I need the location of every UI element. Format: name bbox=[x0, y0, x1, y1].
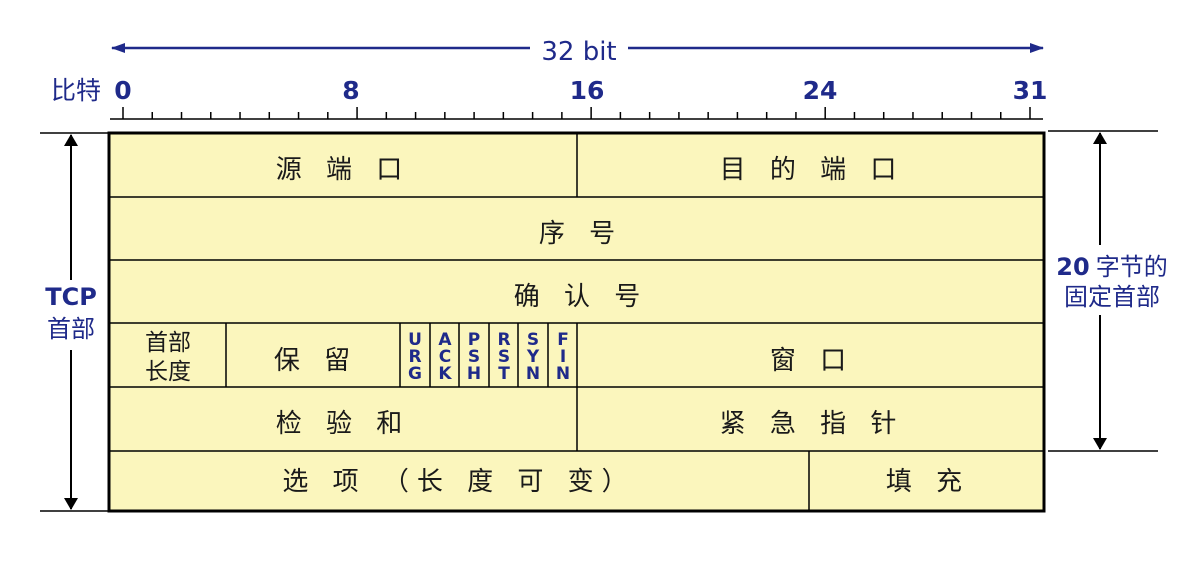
flag-bit-letter: T bbox=[498, 364, 510, 384]
bit-width-label: 32 bit bbox=[541, 37, 616, 67]
flag-bit-letter: N bbox=[526, 364, 540, 384]
field-reserved: 保 留 bbox=[274, 346, 358, 376]
field-ack-number: 确 认 号 bbox=[514, 282, 649, 312]
tick-label-0: 0 bbox=[114, 76, 131, 105]
flag-bit-letter: C bbox=[439, 347, 451, 367]
flag-bit-letter: G bbox=[408, 364, 422, 384]
tcp-header-span: TCP 首部 bbox=[40, 132, 108, 512]
flag-bit-letter: I bbox=[560, 347, 566, 367]
field-options: 选 项 （长 度 可 变） bbox=[282, 467, 635, 497]
tcp-header-label-line2: 首部 bbox=[47, 315, 95, 343]
fixed-header-bytes-number: 20 bbox=[1056, 253, 1089, 281]
field-checksum: 检 验 和 bbox=[276, 409, 411, 439]
bit-axis: 比特 0 8 16 24 31 bbox=[51, 76, 1048, 120]
flag-bit-letter: H bbox=[467, 364, 481, 384]
field-source-port: 源 端 口 bbox=[276, 155, 411, 185]
field-padding: 填 充 bbox=[886, 467, 970, 497]
bit-axis-ticks bbox=[122, 107, 1031, 119]
tick-label-31: 31 bbox=[1013, 76, 1048, 105]
field-sequence-number: 序 号 bbox=[539, 219, 623, 249]
flag-bit-letter: R bbox=[497, 330, 510, 350]
fixed-header-bytes-text: 字节的 bbox=[1096, 253, 1168, 281]
flag-bit-letter: U bbox=[408, 330, 422, 350]
field-header-length-line1: 首部 bbox=[145, 330, 191, 356]
field-dest-port: 目 的 端 口 bbox=[720, 155, 905, 185]
flag-bit-letter: S bbox=[498, 347, 510, 367]
flag-bit-letter: S bbox=[527, 330, 539, 350]
tick-label-8: 8 bbox=[342, 76, 359, 105]
flag-bit-letter: N bbox=[556, 364, 570, 384]
fixed-header-label-line2: 固定首部 bbox=[1064, 283, 1160, 311]
flag-bit-letter: P bbox=[468, 330, 480, 350]
field-window: 窗 口 bbox=[770, 346, 854, 376]
bit-width-indicator: 32 bit bbox=[111, 37, 1044, 67]
field-header-length-line2: 长度 bbox=[145, 359, 191, 385]
field-urgent-pointer: 紧 急 指 针 bbox=[720, 409, 905, 439]
flag-bit-letter: K bbox=[438, 364, 452, 384]
tcp-header-label-line1: TCP bbox=[45, 283, 97, 311]
flag-bit-letter: S bbox=[468, 347, 480, 367]
header-fields: 源 端 口 目 的 端 口 序 号 确 认 号 首部 长度 保 留 URGACK… bbox=[107, 131, 1046, 513]
tick-label-16: 16 bbox=[570, 76, 605, 105]
bit-axis-label: 比特 bbox=[51, 76, 101, 105]
flag-bit-letter: R bbox=[408, 347, 421, 367]
flag-bit-letter: Y bbox=[526, 347, 540, 367]
tick-label-24: 24 bbox=[803, 76, 838, 105]
flag-bit-letter: F bbox=[557, 330, 569, 350]
fixed-header-label-bg bbox=[1050, 248, 1180, 314]
flag-bit-letter: A bbox=[438, 330, 452, 350]
